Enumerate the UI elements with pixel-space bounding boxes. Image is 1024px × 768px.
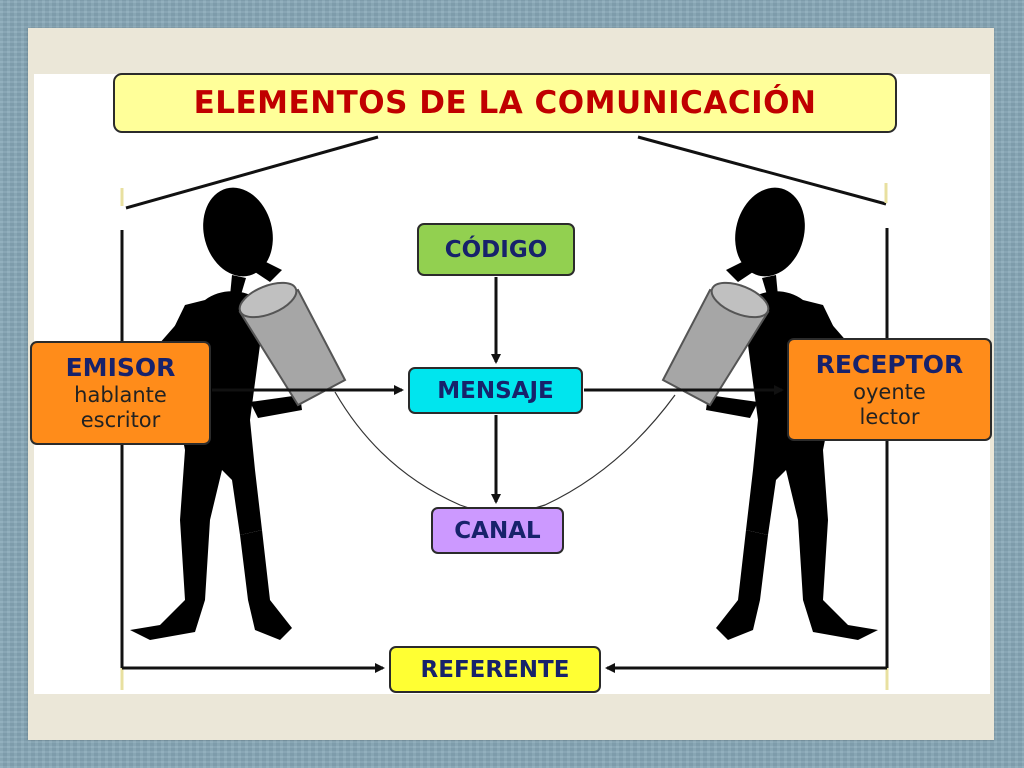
roof-line-left [125, 135, 379, 210]
diagram-title: ELEMENTOS DE LA COMUNICACIÓN [113, 73, 897, 133]
emisor-line-1: hablante [74, 383, 167, 407]
diagram-title-text: ELEMENTOS DE LA COMUNICACIÓN [193, 85, 817, 121]
mensaje-label: MENSAJE [437, 377, 554, 404]
canal-node: CANAL [431, 507, 564, 554]
canal-label: CANAL [454, 517, 541, 544]
referente-label: REFERENTE [420, 656, 570, 683]
referente-node: REFERENTE [389, 646, 601, 693]
codigo-node: CÓDIGO [417, 223, 575, 276]
emisor-node: EMISOR hablante escritor [30, 341, 211, 445]
codigo-label: CÓDIGO [444, 236, 548, 263]
emisor-line-2: escritor [80, 408, 161, 432]
emisor-tin-can-icon [238, 281, 347, 407]
emisor-title: EMISOR [65, 353, 176, 382]
receptor-line-2: lector [859, 404, 920, 429]
receptor-line-1: oyente [853, 379, 926, 404]
receptor-tin-can-icon [661, 281, 770, 407]
receptor-node: RECEPTOR oyente lector [787, 338, 992, 441]
mensaje-node: MENSAJE [408, 367, 583, 414]
roof-line-right [637, 135, 887, 206]
receptor-title: RECEPTOR [815, 349, 964, 379]
